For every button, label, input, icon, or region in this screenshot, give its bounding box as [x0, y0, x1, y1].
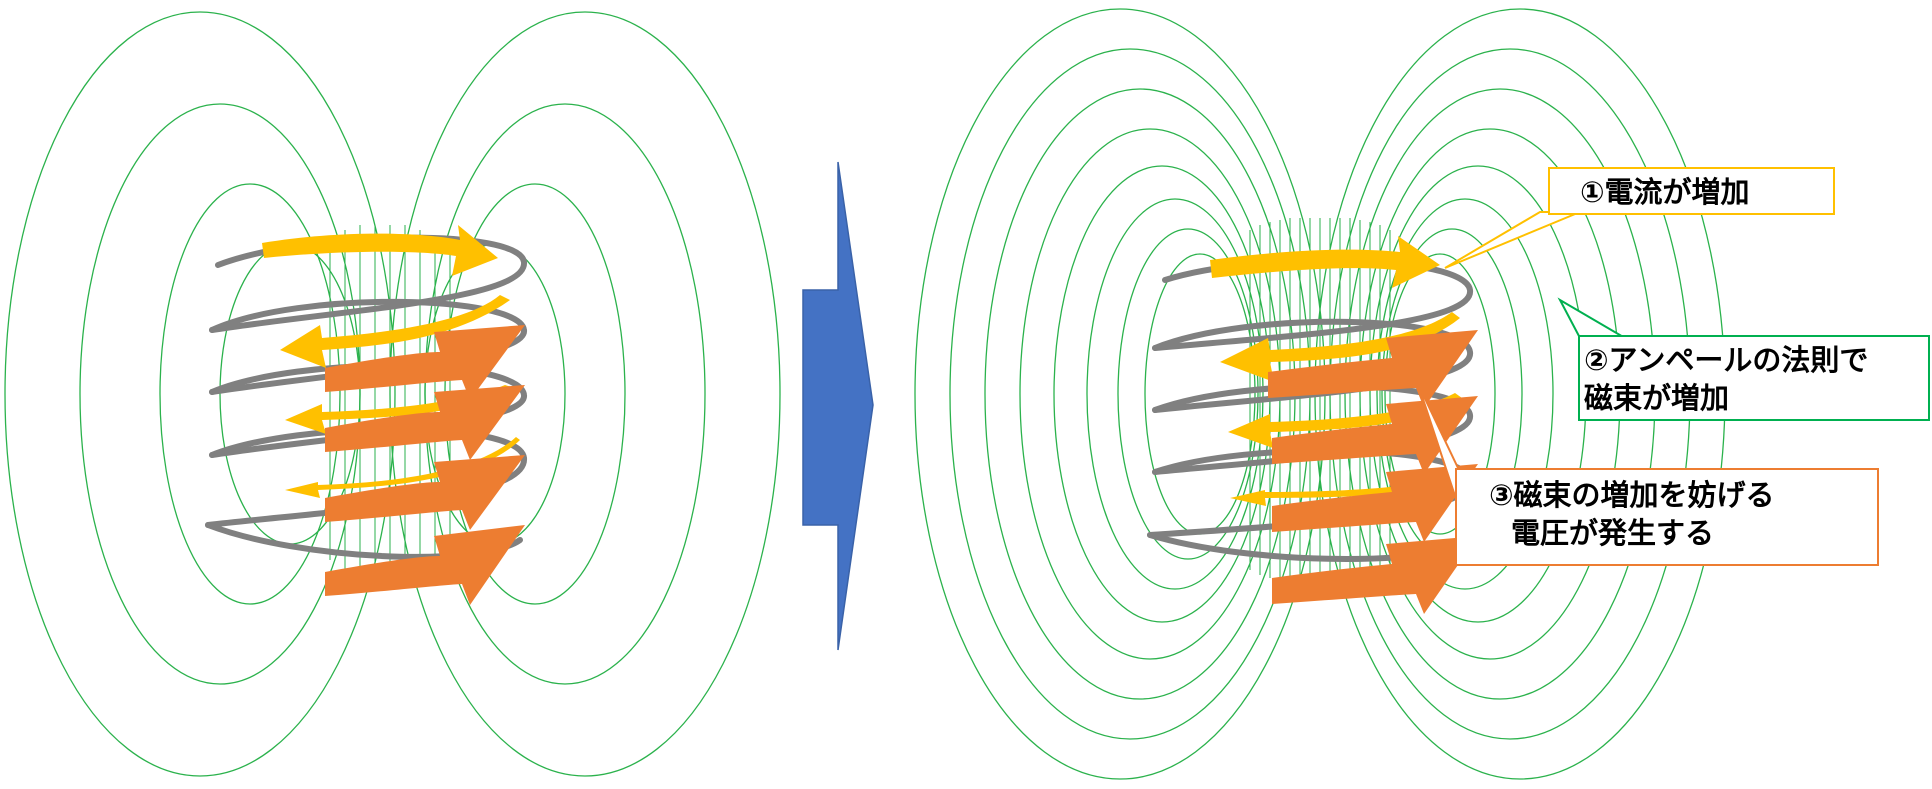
- callout-text: ③磁束の増加を妨げる: [1489, 478, 1775, 512]
- right-flux-arrows: [1268, 330, 1478, 614]
- left-flux-arrows: [325, 325, 525, 605]
- right-coil-panel: [914, 8, 1726, 780]
- field-line: [1376, 198, 1554, 590]
- current-arrow: [285, 385, 515, 434]
- callout-text: 電圧が発生する: [1511, 516, 1715, 550]
- right-current-arrows: [1210, 236, 1465, 506]
- field-line: [1384, 253, 1496, 535]
- current-arrow: [1220, 312, 1460, 382]
- field-line: [949, 48, 1311, 740]
- current-arrow: [285, 437, 520, 498]
- callout-1-pointer: [1444, 211, 1581, 269]
- flux-arrow: [1272, 536, 1478, 614]
- left-field-lines: [4, 11, 781, 777]
- field-line: [984, 88, 1296, 700]
- current-arrow: [1230, 474, 1465, 506]
- current-arrow: [1210, 236, 1440, 288]
- flux-arrow: [1272, 464, 1478, 542]
- flux-arrow: [325, 385, 525, 460]
- flux-arrow: [1268, 330, 1478, 408]
- field-line: [1117, 228, 1259, 560]
- right-arrow-icon: [802, 161, 874, 651]
- flux-arrow: [325, 455, 525, 530]
- field-line: [4, 11, 396, 777]
- callout-text: 磁束が増加: [1584, 381, 1730, 415]
- callout-current-increase: ①電流が増加: [1548, 167, 1835, 215]
- callout-induced-emf: ③磁束の増加を妨げる 電圧が発生する: [1455, 468, 1879, 566]
- callout-ampere-law: ②アンペールの法則で 磁束が増加: [1578, 335, 1930, 421]
- flux-arrow: [325, 525, 525, 605]
- flux-arrow: [1272, 396, 1478, 474]
- field-line: [1086, 198, 1264, 590]
- current-arrow: [280, 295, 510, 368]
- current-arrow: [262, 225, 498, 276]
- current-arrow: [1228, 393, 1462, 448]
- flux-arrow: [325, 325, 525, 400]
- left-current-arrows: [262, 225, 520, 498]
- callout-text: ②アンペールの法則で: [1584, 343, 1869, 377]
- left-coil-panel: [4, 11, 781, 777]
- callout-text: ①電流が増加: [1580, 175, 1750, 209]
- field-line: [159, 183, 341, 605]
